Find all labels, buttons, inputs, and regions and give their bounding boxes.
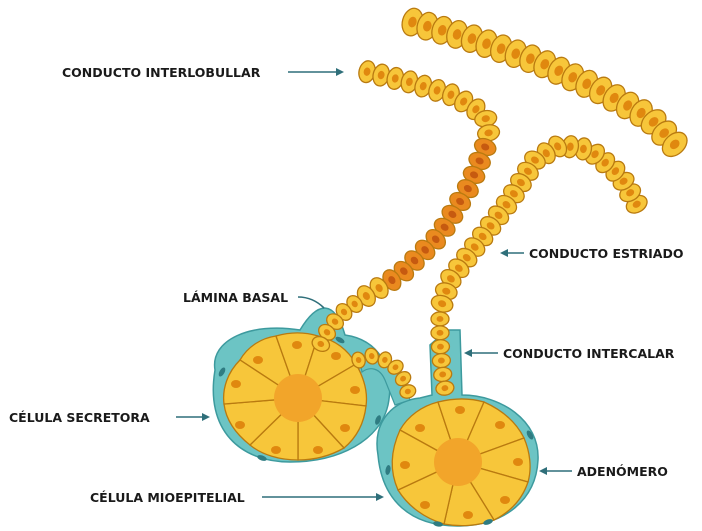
intercalated-duct-right-cell bbox=[431, 326, 449, 340]
label-conducto-intercalar: CONDUCTO INTERCALAR bbox=[503, 346, 675, 361]
label-conducto-estriado: CONDUCTO ESTRIADO bbox=[529, 246, 684, 261]
intercalated-duct-right-cell bbox=[431, 339, 450, 354]
intercalated-duct-right-cell bbox=[432, 353, 451, 368]
label-celula-secretora: CÉLULA SECRETORA bbox=[9, 410, 150, 425]
label-adenomero: ADENÓMERO bbox=[577, 464, 668, 479]
label-conducto-interlobullar: CONDUCTO INTERLOBULLAR bbox=[62, 65, 261, 80]
intercalated-duct-right-cell bbox=[431, 312, 449, 326]
duct-cells bbox=[310, 6, 692, 400]
label-celula-mioepitelial: CÉLULA MIOEPITELIAL bbox=[90, 490, 245, 505]
label-lamina-basal: LÁMINA BASAL bbox=[183, 290, 288, 305]
